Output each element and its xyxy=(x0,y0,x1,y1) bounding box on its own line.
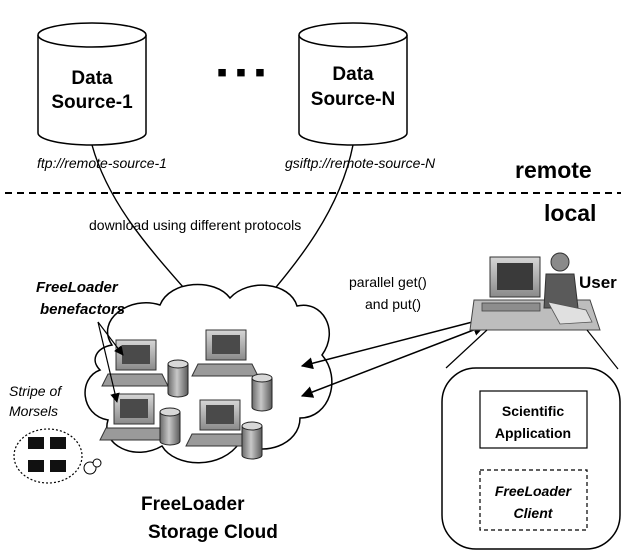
source-n-protocol-url: gsiftp://remote-source-N xyxy=(285,155,436,171)
data-source-1-title-line2: Source-1 xyxy=(51,92,133,113)
stripe-label-line1: Stripe of xyxy=(9,383,63,399)
benefactors-pointer-2 xyxy=(97,321,120,403)
freeloader-client-box xyxy=(479,469,588,531)
parallel-ops-label-line2: and put() xyxy=(365,296,421,312)
download-protocols-label: download using different protocols xyxy=(89,217,301,233)
zoom-line-left xyxy=(445,329,488,369)
storage-disk-4 xyxy=(241,421,263,460)
morsel-thought-dot-2 xyxy=(92,458,102,468)
benefactors-pointer-1 xyxy=(97,321,124,356)
freeloader-client-line2: Client xyxy=(514,505,554,521)
parallel-arrow-1 xyxy=(300,315,486,370)
local-zone-label: local xyxy=(544,200,596,226)
morsel-stripe-bubble xyxy=(13,428,83,484)
storage-cloud-label-line1: FreeLoader xyxy=(141,494,245,515)
user-workstation xyxy=(469,252,601,331)
benefactors-label-line1: FreeLoader xyxy=(36,279,119,296)
storage-disk-2 xyxy=(251,373,273,412)
data-source-n-title-line2: Source-N xyxy=(311,89,395,110)
zoom-line-right xyxy=(586,329,619,370)
freeloader-client-line1: FreeLoader xyxy=(495,483,573,499)
stripe-label-line2: Morsels xyxy=(9,403,58,419)
data-source-1-title-line1: Data xyxy=(71,68,113,89)
source-1-protocol-url: ftp://remote-source-1 xyxy=(37,155,167,171)
benefactors-label-line2: benefactors xyxy=(40,301,125,318)
sources-ellipsis: ▪ ▪ ▪ xyxy=(217,56,266,89)
data-source-n-title-line1: Data xyxy=(332,64,374,85)
scientific-application-line1: Scientific xyxy=(502,403,564,419)
scientific-application-line2: Application xyxy=(495,425,571,441)
morsel-blocks xyxy=(28,437,66,472)
parallel-arrow-2 xyxy=(300,324,486,398)
remote-zone-label: remote xyxy=(515,157,592,183)
benefactor-pc-4 xyxy=(185,399,253,447)
parallel-ops-label-line1: parallel get() xyxy=(349,274,427,290)
storage-cloud-label-line2: Storage Cloud xyxy=(148,522,278,543)
scientific-application-box xyxy=(479,390,588,449)
data-source-1: Data Source-1 xyxy=(37,22,147,146)
user-label: User xyxy=(579,273,617,292)
data-source-n: Data Source-N xyxy=(298,22,408,146)
storage-disk-1 xyxy=(167,359,189,398)
storage-disk-3 xyxy=(159,407,181,446)
